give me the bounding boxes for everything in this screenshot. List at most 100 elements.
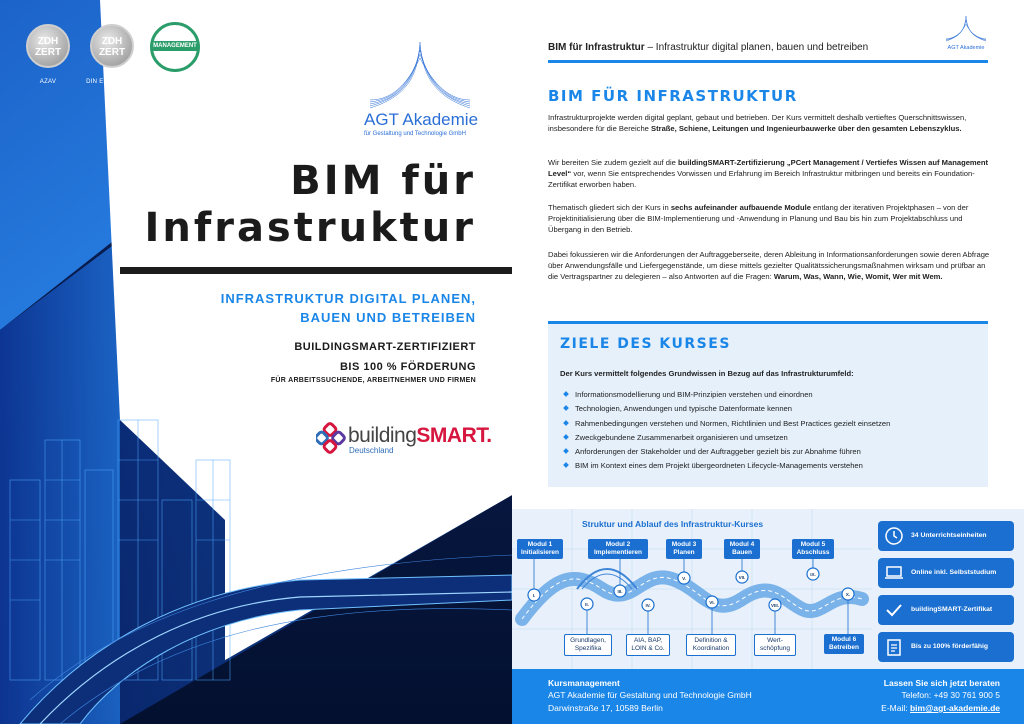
goal-item: BIM im Kontext eines dem Projekt übergeo… bbox=[563, 459, 890, 473]
diamond-bullet-icon bbox=[563, 405, 569, 412]
path-marker-label: IX. bbox=[810, 572, 816, 577]
module-name: Initialisieren bbox=[521, 549, 559, 556]
module-name: Planen bbox=[673, 549, 695, 556]
zdh-zert-azav-seal: ZDH ZERT bbox=[26, 24, 70, 68]
text-run: entlang der iterativen Projektphasen – v… bbox=[548, 203, 969, 235]
footer-email-line: E-Mail: bim@agt-akademie.de bbox=[881, 703, 1000, 713]
path-marker-label: I. bbox=[533, 593, 536, 598]
modules-paragraph: Thematisch gliedert sich der Kurs in sec… bbox=[548, 202, 994, 236]
structure-title: Struktur und Ablauf des Infrastruktur-Ku… bbox=[582, 519, 764, 529]
buildingsmart-wordmark: buildingSMART. bbox=[348, 424, 492, 448]
path-marker-label: IV. bbox=[645, 603, 650, 608]
text-run-bold: sechs aufeinander aufbauende Module bbox=[670, 203, 811, 212]
seal-text: ZDH bbox=[101, 36, 123, 47]
fact-badge: buildingSMART-Zertifikat bbox=[878, 595, 1014, 625]
path-marker-label: III. bbox=[617, 589, 622, 594]
fact-badge: 34 Unterrichtseinheiten bbox=[878, 521, 1014, 551]
topic-line: Koordination bbox=[692, 645, 730, 652]
footer-phone: Telefon: +49 30 761 900 5 bbox=[901, 690, 1000, 700]
module-number: Modul 4 bbox=[729, 541, 755, 548]
module-name: Bauen bbox=[732, 549, 752, 556]
goal-text: Anforderungen der Stakeholder und der Au… bbox=[575, 447, 861, 457]
focus-paragraph: Dabei fokussieren wir die Anforderungen … bbox=[548, 249, 994, 283]
seal-caption: AZAV bbox=[39, 79, 57, 85]
topic-line: Grundlagen, bbox=[570, 637, 606, 644]
section-title-goals: ZIELE DES KURSES bbox=[560, 336, 731, 352]
fact-badge: Online inkl. Selbststudium bbox=[878, 558, 1014, 588]
seal-text: ZDH bbox=[37, 36, 59, 47]
footer-heading-left: Kursmanagement bbox=[548, 678, 620, 688]
agt-logo-graphic bbox=[369, 41, 471, 109]
contact-footer: Kursmanagement AGT Akademie für Gestaltu… bbox=[512, 669, 1024, 724]
module-number: Modul 3 bbox=[671, 541, 697, 548]
text-run: Dabei fokussieren wir die Anforderungen … bbox=[548, 250, 990, 282]
seal-caption: DIN EN ISO 9001 bbox=[86, 79, 138, 85]
goal-item: Anforderungen der Stakeholder und der Au… bbox=[563, 445, 890, 459]
course-facts: 34 Unterrichtseinheiten Online inkl. Sel… bbox=[872, 511, 1024, 669]
intro-paragraph: Infrastrukturprojekte werden digital gep… bbox=[548, 112, 994, 134]
cover-subtitle-line1: INFRASTRUKTUR DIGITAL PLANEN, bbox=[220, 291, 476, 306]
cover-panel: ZDH ZERT AZAV ZDH ZERT DIN EN ISO 9001 M… bbox=[0, 0, 512, 724]
topic-line: Wert- bbox=[767, 637, 783, 644]
certified-label: BUILDINGSMART-ZERTIFIZIERT bbox=[294, 341, 476, 353]
goals-list: Informationsmodellierung und BIM-Prinzip… bbox=[563, 388, 890, 474]
goal-item: Technologien, Anwendungen und typische D… bbox=[563, 402, 890, 416]
text-run: Thematisch gliedert sich der Kurs in bbox=[548, 203, 671, 212]
buildingsmart-dot: . bbox=[486, 424, 492, 447]
content-page: BIM für Infrastruktur – Infrastruktur di… bbox=[512, 0, 1024, 724]
clipboard-icon bbox=[887, 639, 901, 656]
footer-email-label: E-Mail: bbox=[881, 703, 910, 713]
topic-box: Wert-schöpfung bbox=[754, 634, 796, 656]
fact-text: Online inkl. Selbststudium bbox=[911, 569, 997, 576]
goal-text: Zweckgebundene Zusammenarbeit organisier… bbox=[575, 432, 788, 442]
agt-logo-small-name: AGT Akademie bbox=[948, 45, 985, 51]
module-number: Modul 1 bbox=[527, 541, 553, 548]
title-divider bbox=[120, 267, 512, 274]
agt-brand-subtitle: für Gestaltung und Technologie GmbH bbox=[364, 131, 466, 137]
text-run: Infrastrukturprojekte werden digital gep… bbox=[548, 113, 967, 134]
diamond-bullet-icon bbox=[563, 462, 569, 469]
footer-address: Darwinstraße 17, 10589 Berlin bbox=[548, 703, 663, 713]
section-title-bim: BIM FÜR INFRASTRUKTUR bbox=[548, 87, 798, 105]
cover-title-line2: Infrastruktur bbox=[144, 205, 476, 251]
goals-panel: ZIELE DES KURSES Der Kurs vermittelt fol… bbox=[548, 321, 988, 487]
running-header: BIM für Infrastruktur – Infrastruktur di… bbox=[548, 42, 868, 53]
seal-text: ZERT bbox=[34, 47, 62, 58]
management-seal: MANAGEMENT bbox=[150, 22, 200, 72]
agt-brand-name: AGT Akademie bbox=[364, 110, 479, 129]
seal-band-text: MANAGEMENT bbox=[151, 41, 199, 51]
funding-target-label: FÜR ARBEITSSUCHENDE, ARBEITNEHMER UND FI… bbox=[270, 377, 476, 384]
topic-line: LOIN & Co. bbox=[631, 645, 665, 652]
path-marker-label: X. bbox=[846, 592, 850, 597]
buildingsmart-word2: SMART bbox=[416, 424, 487, 447]
path-marker-label: VI. bbox=[709, 600, 715, 605]
goal-text: BIM im Kontext eines dem Projekt übergeo… bbox=[575, 461, 863, 471]
footer-heading-right: Lassen Sie sich jetzt beraten bbox=[883, 678, 1000, 688]
path-marker-label: V. bbox=[682, 576, 686, 581]
module-number: Modul 6 bbox=[831, 636, 857, 643]
fact-text: Bis zu 100% förderfähig bbox=[911, 643, 989, 650]
path-marker-label: VIII. bbox=[771, 603, 779, 608]
diamond-bullet-icon bbox=[563, 448, 569, 455]
topic-line: schöpfung bbox=[760, 645, 790, 652]
text-run-bold: Warum, Was, Wann, Wie, Womit, Wer mit We… bbox=[773, 272, 943, 282]
fact-badge: Bis zu 100% förderfähig bbox=[878, 632, 1014, 662]
agt-logo-small-icon: AGT Akademie bbox=[945, 15, 987, 51]
cover-subtitle-line2: BAUEN UND BETREIBEN bbox=[300, 310, 476, 325]
module-name: Implementieren bbox=[593, 549, 643, 556]
goals-intro: Der Kurs vermittelt folgendes Grundwisse… bbox=[560, 369, 854, 378]
buildingsmart-word1: building bbox=[348, 424, 417, 447]
goal-item: Rahmenbedingungen verstehen und Normen, … bbox=[563, 417, 890, 431]
funding-label: BIS 100 % FÖRDERUNG bbox=[339, 361, 476, 373]
certification-paragraph: Wir bereiten Sie zudem gezielt auf die b… bbox=[548, 157, 994, 191]
diamond-bullet-icon bbox=[563, 419, 569, 426]
fact-text: buildingSMART-Zertifikat bbox=[911, 606, 993, 613]
path-marker-label: II. bbox=[585, 602, 589, 607]
running-header-bold: BIM für Infrastruktur bbox=[548, 42, 645, 53]
footer-email-link[interactable]: bim@agt-akademie.de bbox=[909, 703, 1000, 713]
text-run: vor, wenn Sie entsprechendes Vorwissen u… bbox=[548, 169, 975, 190]
module-number: Modul 5 bbox=[800, 541, 826, 548]
